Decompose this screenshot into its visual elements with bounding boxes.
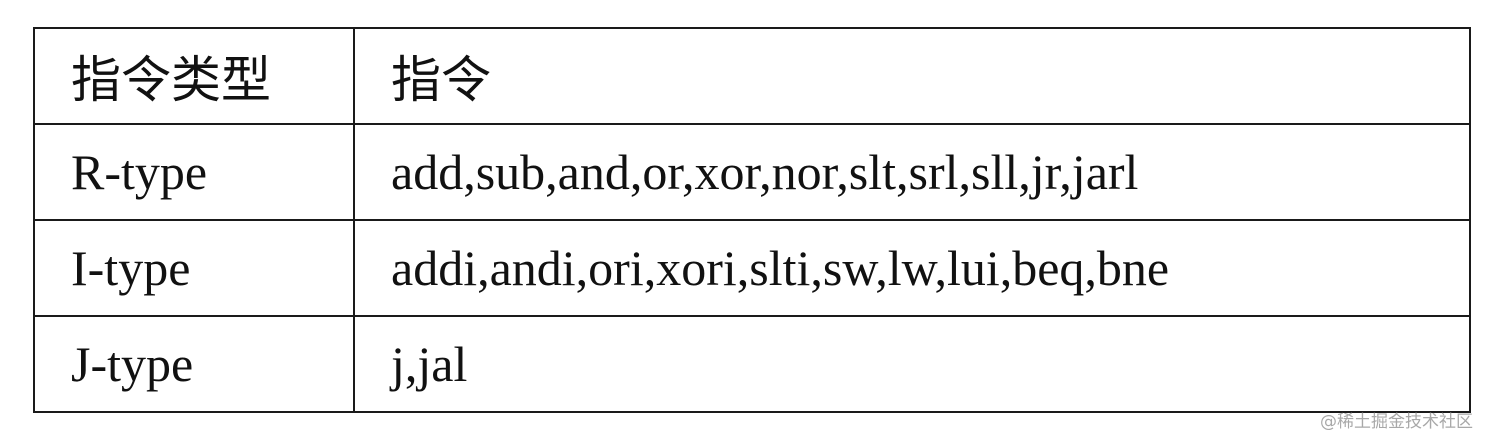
header-instruction-type: 指令类型 [33,27,355,125]
row-type-cell: I-type [33,219,355,317]
row-instructions-cell: add,sub,and,or,xor,nor,slt,srl,sll,jr,ja… [353,123,1471,221]
header-instructions: 指令 [353,27,1471,125]
table-row: I-type addi,andi,ori,xori,slti,sw,lw,lui… [33,219,1471,317]
row-type-cell: J-type [33,315,355,413]
table-header-row: 指令类型 指令 [33,27,1471,125]
row-instructions-cell: addi,andi,ori,xori,slti,sw,lw,lui,beq,bn… [353,219,1471,317]
row-type-cell: R-type [33,123,355,221]
row-instructions-cell: j,jal [353,315,1471,413]
table-row: J-type j,jal [33,315,1471,413]
watermark: @稀土掘金技术社区 [1320,412,1473,432]
table-row: R-type add,sub,and,or,xor,nor,slt,srl,sl… [33,123,1471,221]
instruction-type-table: 指令类型 指令 R-type add,sub,and,or,xor,nor,sl… [33,27,1471,413]
